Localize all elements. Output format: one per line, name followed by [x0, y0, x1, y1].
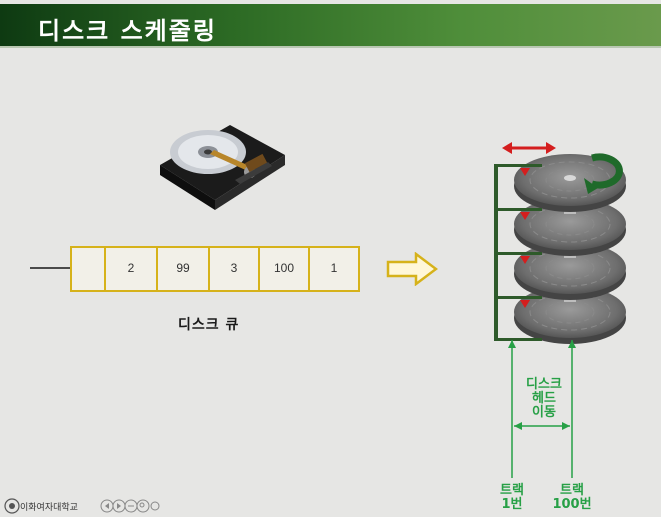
title-bar: 디스크 스케줄링 [0, 4, 661, 46]
menu-icon[interactable] [124, 499, 138, 513]
disk-platter-stack [494, 142, 626, 344]
hard-disk-image [160, 125, 285, 210]
head-move-arrow-icon [502, 142, 556, 154]
track-first-label: 트랙 1번 [500, 483, 524, 512]
back-icon[interactable] [100, 499, 114, 513]
disk-queue: 2 99 3 100 1 [70, 246, 360, 292]
queue-cell: 2 [127, 261, 135, 275]
zoom-icon[interactable] [136, 499, 150, 513]
head-arm [494, 164, 542, 341]
track-last-label: 트랙 100번 [552, 483, 592, 512]
direction-arrow-icon [386, 252, 438, 286]
queue-cell: 99 [176, 261, 190, 275]
rotation-arrow-icon [591, 153, 623, 189]
slide-controls [100, 499, 160, 513]
more-icon[interactable] [150, 501, 160, 511]
queue-cell: 100 [273, 261, 295, 275]
queue-cell: 1 [330, 261, 338, 275]
title-divider [0, 46, 661, 48]
queue-cell: 3 [230, 261, 238, 275]
head-move-label: 디스크 헤드 이동 [526, 377, 562, 420]
queue-label: 디스크 큐 [178, 317, 240, 333]
forward-icon[interactable] [112, 499, 126, 513]
slide-title: 디스크 스케줄링 [38, 17, 217, 45]
university-logo-icon [4, 498, 20, 514]
track-indicator [508, 340, 576, 478]
university-name: 이화여자대학교 [20, 503, 78, 513]
